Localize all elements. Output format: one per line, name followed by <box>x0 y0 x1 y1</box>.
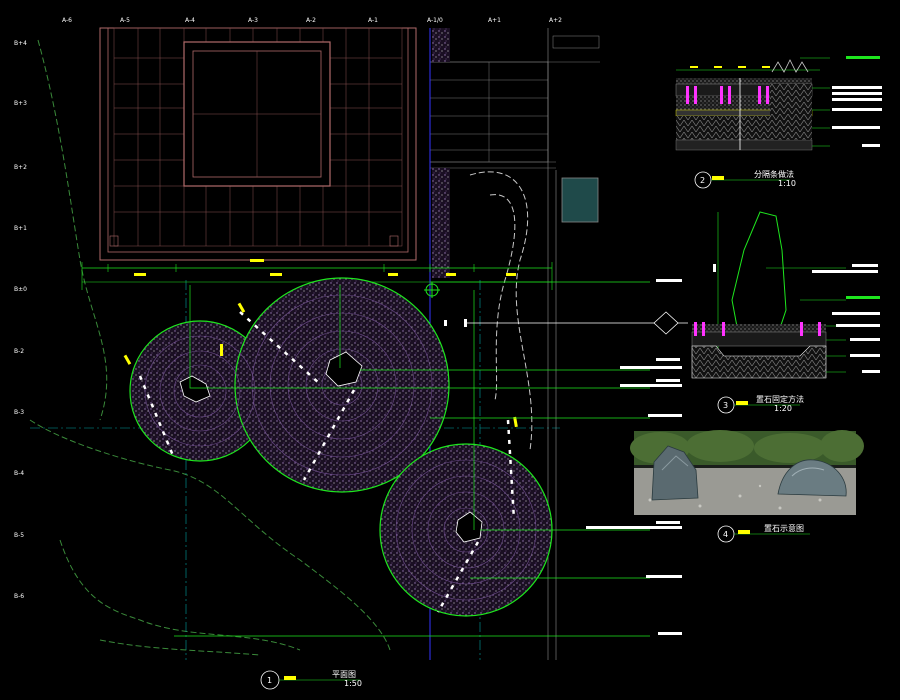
svg-text:3: 3 <box>723 401 728 410</box>
annotation-marks <box>586 279 682 635</box>
rock-shape <box>179 375 211 403</box>
detail-1-title: 1 平面图 1:50 <box>260 670 362 690</box>
svg-text:2: 2 <box>700 176 705 185</box>
axis-label: B-4 <box>14 470 24 477</box>
axis-label: A-2 <box>306 17 316 24</box>
leader-lines <box>174 281 650 637</box>
detail-4-title: 4 置石示意图 <box>717 523 810 543</box>
svg-text:4: 4 <box>723 530 728 539</box>
axis-label: B+3 <box>14 100 27 107</box>
planting-strip <box>432 28 450 278</box>
svg-text:分隔条做法: 分隔条做法 <box>754 169 794 179</box>
site-contour-lines <box>29 39 533 656</box>
paving-plaza <box>99 27 417 261</box>
axis-label: B-5 <box>14 532 24 539</box>
axis-labels-left: B-6 B-5 B-4 B-3 B-2 B±0 B+1 B+2 B+3 B+4 <box>14 40 27 600</box>
detail-3-title: 3 置石固定方法 1:20 <box>717 394 804 414</box>
axis-label: A-6 <box>62 17 72 24</box>
detail-2-section <box>675 56 882 151</box>
axis-labels-top: A-6 A-5 A-4 A-3 A-2 A-1 A-1/0 A+1 A+2 <box>62 17 562 24</box>
axis-label: A-1 <box>368 17 378 24</box>
svg-text:平面图: 平面图 <box>332 670 356 679</box>
axis-label: A-3 <box>248 17 258 24</box>
axis-label: B+1 <box>14 225 27 232</box>
section-marker <box>444 311 688 335</box>
axis-label: B-2 <box>14 348 24 355</box>
svg-text:1:20: 1:20 <box>774 404 792 413</box>
axis-label: A+2 <box>549 17 562 24</box>
axis-label: B±0 <box>14 286 27 293</box>
rock-photo <box>630 430 864 515</box>
svg-text:1:10: 1:10 <box>778 179 796 188</box>
rock-shape <box>455 511 483 543</box>
axis-label: A-4 <box>185 17 195 24</box>
survey-point <box>424 282 440 298</box>
water-feature <box>561 177 599 223</box>
svg-text:置石固定方法: 置石固定方法 <box>756 394 804 404</box>
axis-label: B+2 <box>14 164 27 171</box>
svg-text:置石示意图: 置石示意图 <box>764 523 804 533</box>
rock-shape <box>325 351 363 387</box>
axis-label: B-6 <box>14 593 24 600</box>
axis-label: A+1 <box>488 17 501 24</box>
svg-text:1: 1 <box>267 676 272 685</box>
axis-label: A-5 <box>120 17 130 24</box>
detail-3-section <box>691 211 880 379</box>
axis-label: B+4 <box>14 40 27 47</box>
axis-label: A-1/0 <box>427 17 443 24</box>
axis-label: B-3 <box>14 409 24 416</box>
gravel-circles <box>123 277 553 617</box>
svg-text:1:50: 1:50 <box>344 679 362 688</box>
detail-2-title: 2 分隔条做法 1:10 <box>694 169 796 189</box>
